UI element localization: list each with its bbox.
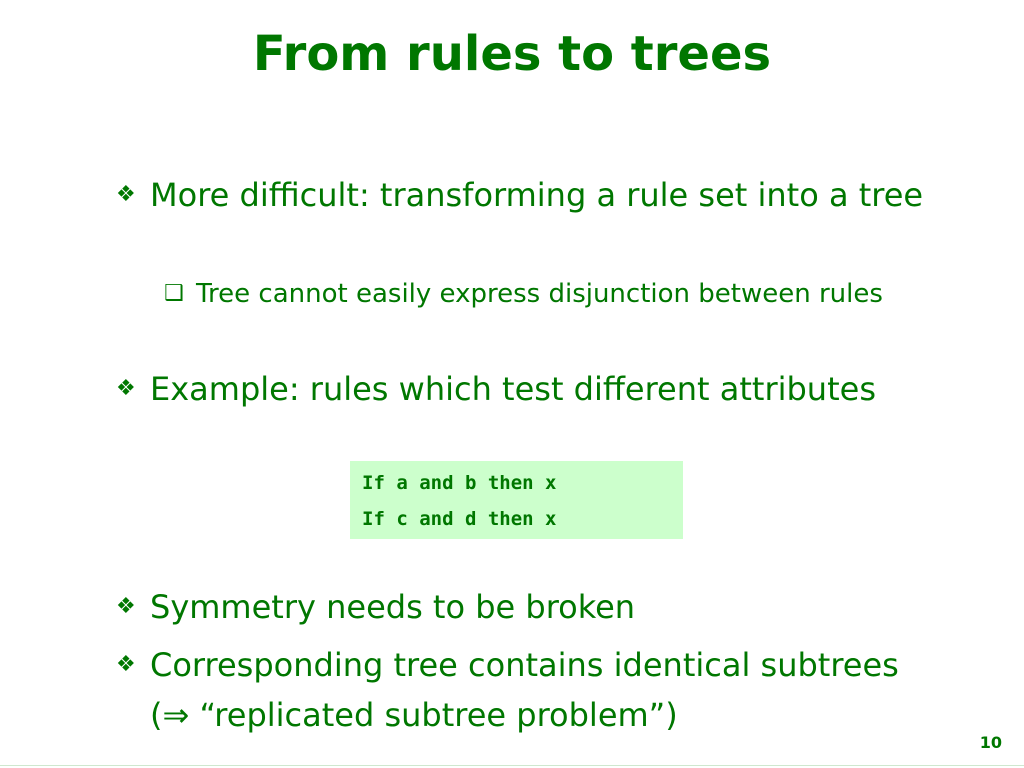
bullet-item: ❖ Symmetry needs to be broken [116, 582, 926, 632]
code-example-box: If a and b then x If c and d then x [350, 461, 683, 539]
footer-divider [0, 765, 1024, 766]
code-line: If a and b then x [362, 472, 557, 494]
bullet-item: ❖ Example: rules which test different at… [116, 364, 926, 414]
bullet-item: ❖ Corresponding tree contains identical … [116, 640, 926, 740]
square-bullet-icon: ❑ [164, 281, 184, 306]
bullet-text: Corresponding tree contains identical su… [150, 646, 899, 734]
slide-title: From rules to trees [252, 26, 772, 82]
bullet-text: More difficult: transforming a rule set … [150, 176, 924, 214]
bullet-item: ❖ More difficult: transforming a rule se… [116, 170, 926, 220]
sub-bullet-item: ❑ Tree cannot easily express disjunction… [164, 274, 924, 314]
page-number: 10 [979, 733, 1002, 752]
bullet-text: Example: rules which test different attr… [150, 370, 876, 408]
bullet-text: Symmetry needs to be broken [150, 588, 636, 626]
diamond-bullet-icon: ❖ [116, 182, 136, 207]
diamond-bullet-icon: ❖ [116, 652, 136, 677]
diamond-bullet-icon: ❖ [116, 594, 136, 619]
diamond-bullet-icon: ❖ [116, 376, 136, 401]
sub-bullet-text: Tree cannot easily express disjunction b… [196, 279, 883, 309]
code-line: If c and d then x [362, 508, 557, 530]
